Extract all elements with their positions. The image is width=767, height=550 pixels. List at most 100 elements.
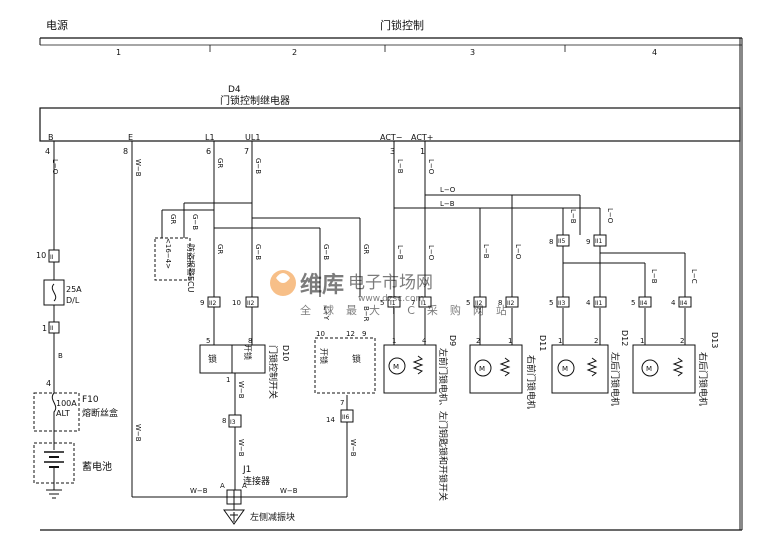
connector-j1: A A J1 连接器 xyxy=(220,465,270,505)
d9-lock: 锁 xyxy=(352,353,361,365)
svg-text:1: 1 xyxy=(392,337,396,345)
svg-text:M: M xyxy=(562,365,568,373)
wire-label: W−B xyxy=(134,159,142,177)
wires xyxy=(53,141,686,510)
fuse-name: D/L xyxy=(66,296,80,305)
wire-label: L−B xyxy=(482,244,490,259)
fuse-pin: 1 xyxy=(42,324,47,333)
svg-text:A: A xyxy=(242,482,247,490)
terminal-label: UL1 xyxy=(245,133,260,142)
svg-text:5: 5 xyxy=(466,299,470,307)
svg-text:II5: II5 xyxy=(558,238,566,245)
column-number: 2 xyxy=(292,48,297,57)
wire-color-labels: L−O W−B GR G−B L−B L−O L−O L−B GR G−B GR… xyxy=(51,158,698,495)
battery-name: 蓄电池 xyxy=(82,460,112,473)
d11-name: 右前门锁电机 xyxy=(525,355,537,409)
svg-text:M: M xyxy=(393,363,399,371)
header-center-title: 门锁控制 xyxy=(380,18,424,32)
terminal-pin: 6 xyxy=(206,147,211,156)
connector-pin xyxy=(593,234,607,247)
svg-text:2: 2 xyxy=(594,337,598,345)
connector-pin xyxy=(48,321,60,334)
wire-label: W−B xyxy=(190,487,208,495)
svg-text:10: 10 xyxy=(316,330,325,338)
connector-pin xyxy=(340,409,354,423)
svg-text:5: 5 xyxy=(380,299,384,307)
connector-id: J1 xyxy=(242,465,251,475)
svg-text:II: II xyxy=(50,254,54,261)
svg-text:9: 9 xyxy=(362,330,366,338)
connector-pin xyxy=(228,414,242,428)
relay-terminals: B E L1 UL1 ACT− ACT+ 4 8 6 7 3 1 xyxy=(45,133,434,156)
terminal-label: ACT− xyxy=(380,133,403,142)
svg-text:5: 5 xyxy=(206,337,210,345)
fusebox-rating: 100A xyxy=(56,399,77,408)
wire-label: W−B xyxy=(280,487,298,495)
svg-text:2: 2 xyxy=(680,337,684,345)
fusebox-outline xyxy=(33,392,80,432)
wire-label: L−B xyxy=(396,159,404,174)
wire-label: W−B xyxy=(237,381,245,399)
connector-pin xyxy=(387,296,401,308)
connector-pin xyxy=(678,296,692,308)
connector-pin xyxy=(207,296,221,308)
watermark-url: www.dzsc.com xyxy=(358,294,424,304)
connector-pin xyxy=(556,234,570,247)
svg-text:14: 14 xyxy=(326,416,335,424)
fusebox-id: F10 xyxy=(82,395,99,405)
d11-id: D11 xyxy=(538,335,547,351)
antitheft-name: 防盗报警ECU xyxy=(186,244,196,293)
wire-label: W−B xyxy=(349,439,357,457)
svg-text:2: 2 xyxy=(476,337,480,345)
d10-lock: 锁 xyxy=(208,353,217,365)
terminal-label: B xyxy=(48,133,54,142)
svg-text:4: 4 xyxy=(671,299,676,307)
wire-label: L−B xyxy=(569,209,577,224)
d13-id: D13 xyxy=(710,332,719,348)
wire-label: GR xyxy=(169,214,177,224)
svg-text:5: 5 xyxy=(549,299,553,307)
svg-text:II: II xyxy=(50,325,54,332)
d13-motor: 1 2 M D13 右后门锁电机 xyxy=(632,332,719,406)
connector-pin xyxy=(418,296,432,308)
wire-label: L−O xyxy=(514,244,522,260)
d10-unlock: 开锁 xyxy=(243,344,253,360)
wire-label: L−O xyxy=(606,208,614,224)
watermark: 维库 电子市场网 www.dzsc.com 全球最大IC采购网站 xyxy=(270,270,519,317)
d9-id: D9 xyxy=(448,335,457,346)
svg-text:II1: II1 xyxy=(595,238,603,245)
column-dividers xyxy=(209,45,566,52)
svg-text:12: 12 xyxy=(346,330,355,338)
d9-switch-box xyxy=(314,337,376,394)
watermark-slogan: 全球最大IC采购网站 xyxy=(300,303,519,317)
wire-label: L−O xyxy=(427,159,435,175)
fuse-rating: 25A xyxy=(66,285,82,294)
svg-text:1: 1 xyxy=(226,376,230,384)
wire-label: B xyxy=(58,352,63,360)
d10-switch: 5 8 锁 开锁 1 8 I3 D10 门锁控制开关 xyxy=(199,337,290,428)
d9-unlock: 开锁 xyxy=(319,348,329,364)
motor-icon xyxy=(388,357,406,375)
column-number: 4 xyxy=(652,48,657,57)
svg-text:8: 8 xyxy=(498,299,502,307)
d11-motor: 2 1 M D11 右前门锁电机 xyxy=(469,335,547,409)
svg-text:10: 10 xyxy=(232,299,241,307)
wire-label: W−B xyxy=(237,439,245,457)
terminal-label: L1 xyxy=(205,133,215,142)
watermark-site: 电子市场网 xyxy=(348,273,433,293)
relay-name: 门锁控制继电器 xyxy=(220,94,290,107)
svg-text:1: 1 xyxy=(640,337,644,345)
relay-id: D4 xyxy=(228,85,241,95)
wire-label: W−B xyxy=(134,424,142,442)
terminal-pin: 1 xyxy=(420,147,425,156)
svg-text:II6: II6 xyxy=(342,414,350,421)
wire-label: L−B xyxy=(396,245,404,260)
fusebox: 4 100A ALT F10 熔断丝盒 xyxy=(33,379,118,432)
antitheft-ecu: 防盗报警ECU <16−4> xyxy=(154,237,196,293)
d9-motor-box xyxy=(383,344,437,394)
connector-pin xyxy=(505,296,519,308)
wire-label: L−B xyxy=(650,269,658,284)
motor-icon xyxy=(557,359,575,377)
ground-name: 左侧减振块 xyxy=(250,511,295,523)
svg-text:II2: II2 xyxy=(247,300,255,307)
